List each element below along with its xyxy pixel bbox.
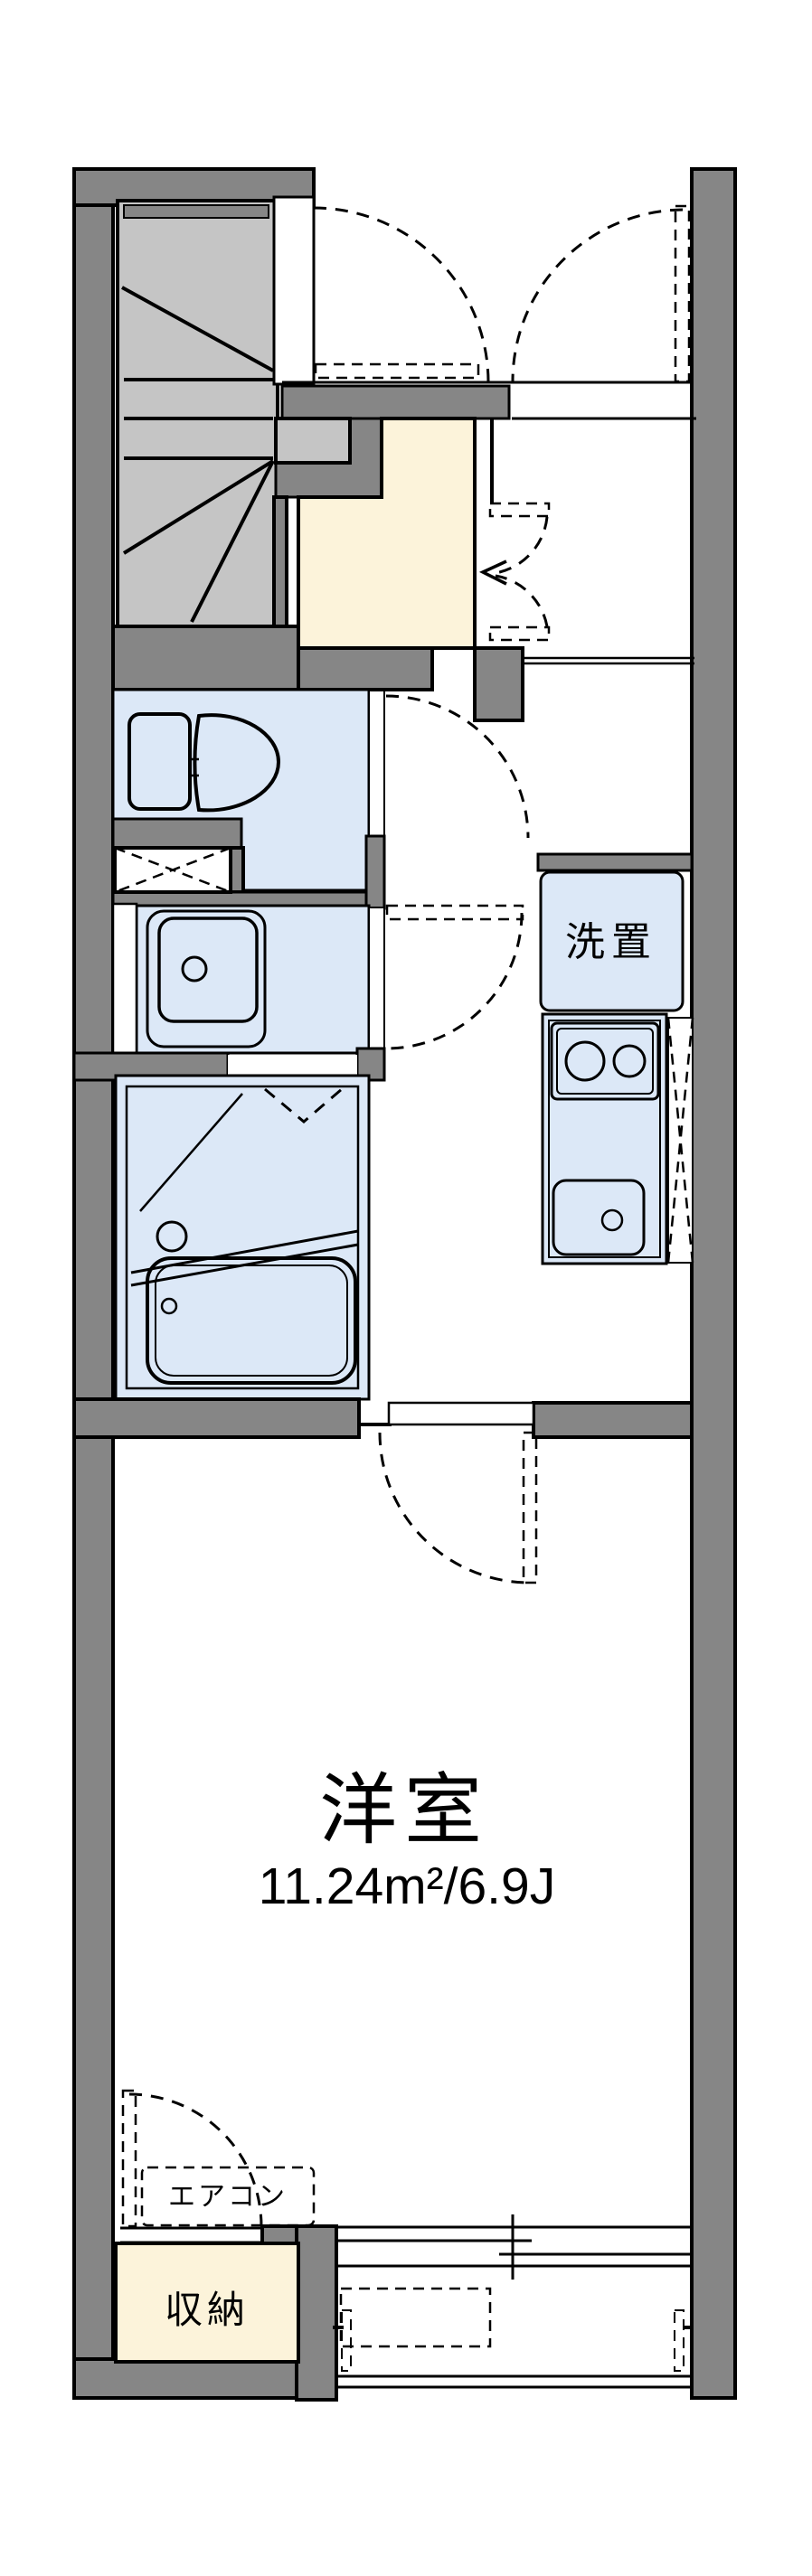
entrance-step [274, 417, 352, 465]
wall [532, 1401, 694, 1439]
staircase [116, 199, 279, 628]
shoe-cabinet [478, 418, 551, 642]
door-swing-arc-icon [378, 1432, 531, 1584]
laundry-space-box [539, 870, 685, 1012]
door-swing-arc-icon [385, 912, 524, 1050]
aircon-label: エアコン [168, 2182, 288, 2212]
storage-label: 収納 [165, 2289, 250, 2331]
washroom-doorway [368, 907, 385, 1049]
stove-burners-icon [550, 1021, 660, 1101]
door-swing-arc-icon [128, 2092, 263, 2227]
kitchen-sink-icon [552, 1179, 646, 1256]
laundry-label: 洗置 [565, 920, 657, 964]
pipe-space-hatch [113, 846, 232, 894]
toilet-icon [127, 712, 281, 813]
western-room: 洋室 11.24m²/6.9J [259, 1767, 555, 1915]
door-leaf [121, 2089, 137, 2228]
washroom [111, 902, 524, 1055]
door-leaf [385, 904, 524, 921]
door-swing-arc-icon [385, 694, 530, 839]
wall [297, 646, 434, 691]
bathtub-icon [146, 1256, 357, 1385]
room-doorway [387, 1401, 535, 1426]
door-leaf [522, 1431, 538, 1584]
outer-walls [72, 167, 737, 2400]
wall [72, 1397, 361, 1439]
storage-closet: 収納 [114, 2224, 338, 2402]
room-area-label: 11.24m²/6.9J [259, 1857, 555, 1915]
folding-door-icon [264, 1087, 343, 1123]
wall [111, 625, 300, 691]
wall [473, 646, 524, 722]
sliding-window-icon [335, 2214, 692, 2280]
wall [229, 846, 245, 894]
wall [536, 852, 694, 872]
toilet-doorway [368, 690, 385, 837]
toilet-room [111, 688, 530, 892]
stair-doorway [272, 195, 316, 386]
room-name-label: 洋室 [319, 1767, 489, 1854]
shower-drain-icon [156, 1220, 188, 1253]
entry-porch [272, 204, 696, 632]
washbasin-icon [146, 909, 267, 1048]
door-swing-arc-icon [313, 204, 691, 383]
stairs-icon [116, 199, 279, 628]
wall [364, 834, 386, 910]
balcony [333, 2287, 693, 2389]
window [111, 902, 138, 1055]
air-conditioner-space: エアコン [140, 2166, 316, 2227]
wall [111, 817, 243, 850]
bathroom [114, 1074, 371, 1401]
kitchen: 洗置 [539, 870, 694, 1265]
